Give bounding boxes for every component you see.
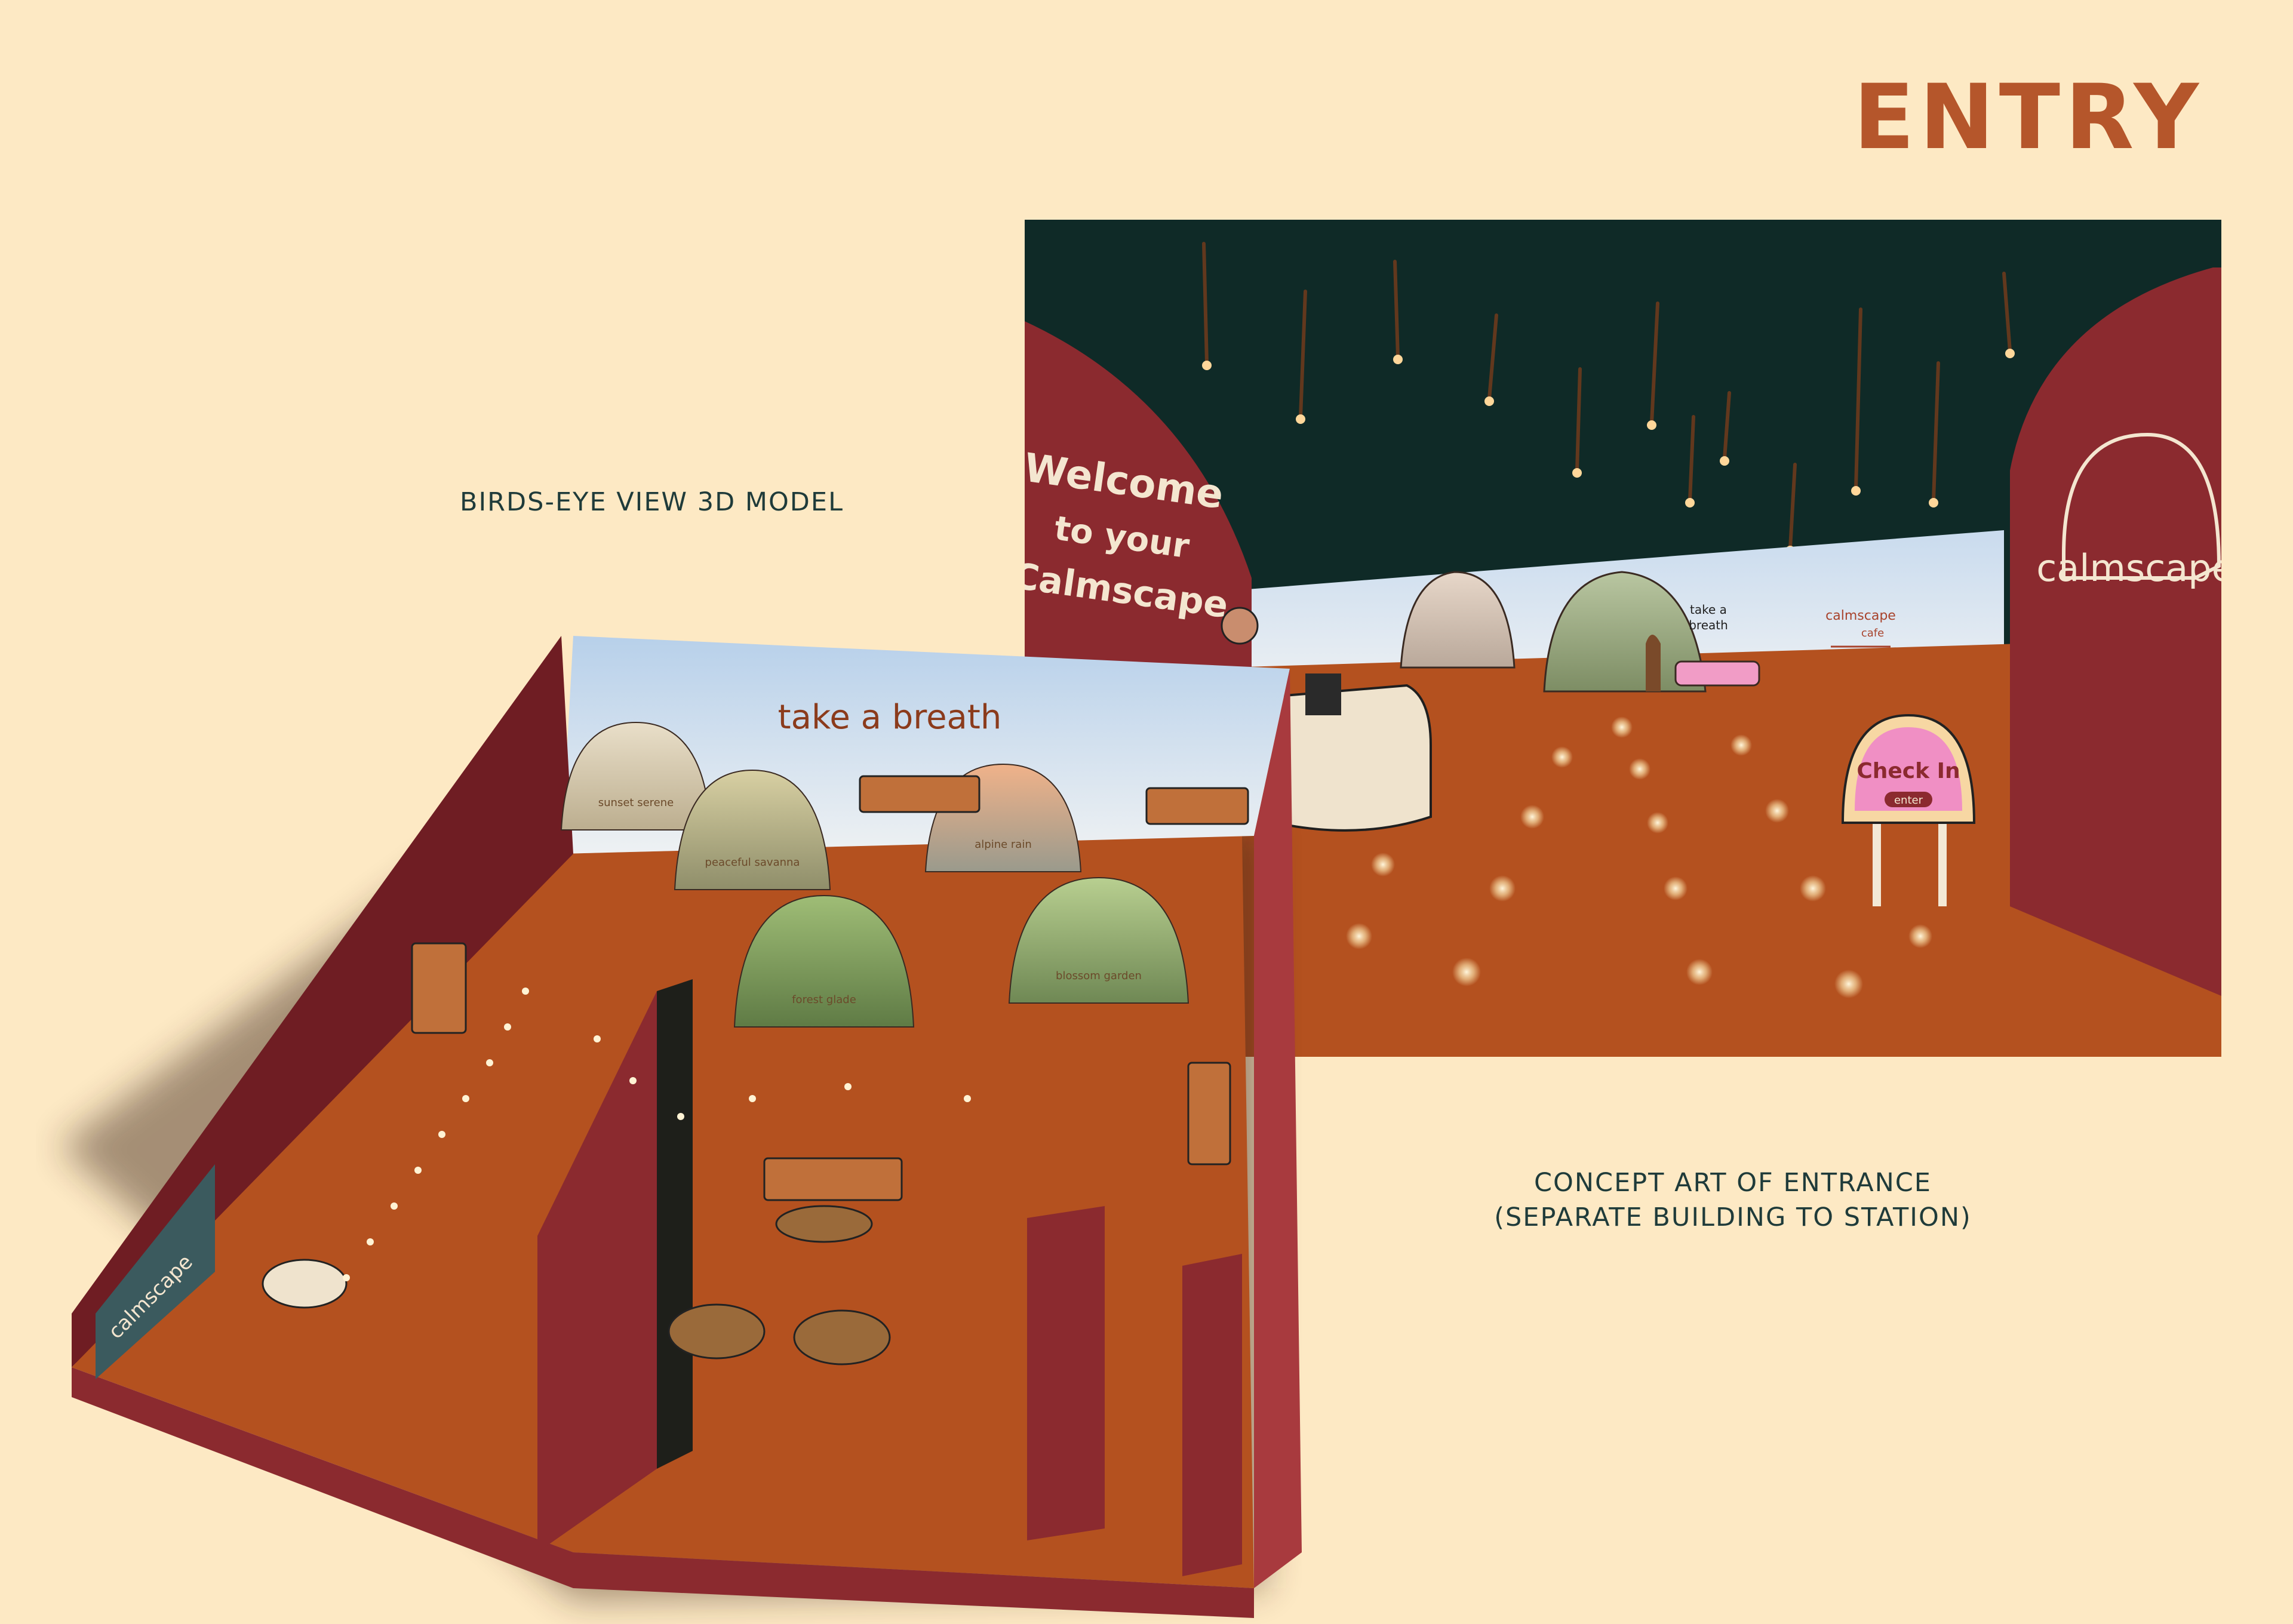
concept-caption: CONCEPT ART OF ENTRANCE (SEPARATE BUILDI… bbox=[1464, 1165, 2002, 1235]
right-wall-brand: calmscape bbox=[2036, 546, 2221, 590]
dome-label-1: sunset serene bbox=[598, 796, 674, 809]
breath-line1: take a bbox=[1690, 602, 1727, 617]
concept-caption-line1: CONCEPT ART OF ENTRANCE bbox=[1534, 1168, 1932, 1198]
dome-label-3: alpine rain bbox=[975, 838, 1032, 851]
dome-label-4: forest glade bbox=[792, 994, 856, 1006]
wall-text: take a breath bbox=[778, 698, 1002, 737]
page-title: ENTRY bbox=[1853, 66, 2203, 170]
checkin-label: Check In bbox=[1856, 759, 1960, 783]
floor-lights bbox=[1346, 716, 1932, 998]
dome-label-2: peaceful savanna bbox=[705, 856, 800, 869]
calmscape-dome-logo-icon bbox=[2062, 432, 2221, 580]
concept-art-image: take a breath calmscape cafe Welcome to … bbox=[1025, 220, 2221, 1057]
cafe-label: cafe bbox=[1861, 627, 1884, 639]
breath-line2: breath bbox=[1689, 618, 1728, 632]
enter-label: enter bbox=[1894, 794, 1923, 807]
enter-button bbox=[1885, 792, 1932, 807]
cafe-brand: calmscape bbox=[1825, 608, 1896, 623]
birds-eye-caption: BIRDS-EYE VIEW 3D MODEL bbox=[460, 487, 844, 517]
dome-label-5: blossom garden bbox=[1056, 970, 1142, 982]
concept-caption-line2: (SEPARATE BUILDING TO STATION) bbox=[1494, 1202, 1972, 1232]
birds-eye-model-image: take a breath sunset serene peaceful sav… bbox=[60, 636, 1302, 1618]
